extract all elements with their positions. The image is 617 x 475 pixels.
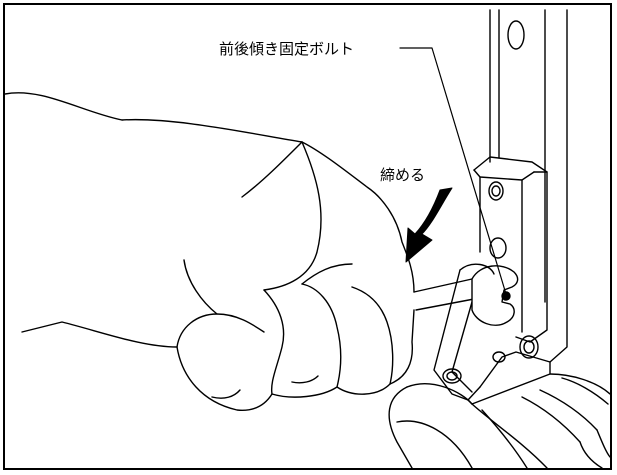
seat-shell	[388, 373, 610, 468]
curved-arrow-down-left-icon	[405, 187, 453, 263]
post-hole	[507, 20, 525, 50]
lower-bolt-head	[519, 335, 539, 359]
frame-post	[489, 9, 568, 363]
illustration-frame: 前後傾き固定ボルト 締める	[3, 3, 612, 470]
tighten-label: 締める	[380, 166, 426, 184]
wrench	[413, 263, 519, 326]
bolt-label: 前後傾き固定ボルト	[219, 40, 355, 58]
bracket-block	[473, 156, 548, 359]
hand-arm	[5, 92, 415, 411]
illustration-canvas	[5, 9, 610, 468]
base-bolt	[442, 368, 462, 384]
bolt-leader-line	[399, 47, 507, 295]
bracket-hole-middle	[489, 237, 507, 259]
bracket-hole-upper	[488, 181, 504, 201]
